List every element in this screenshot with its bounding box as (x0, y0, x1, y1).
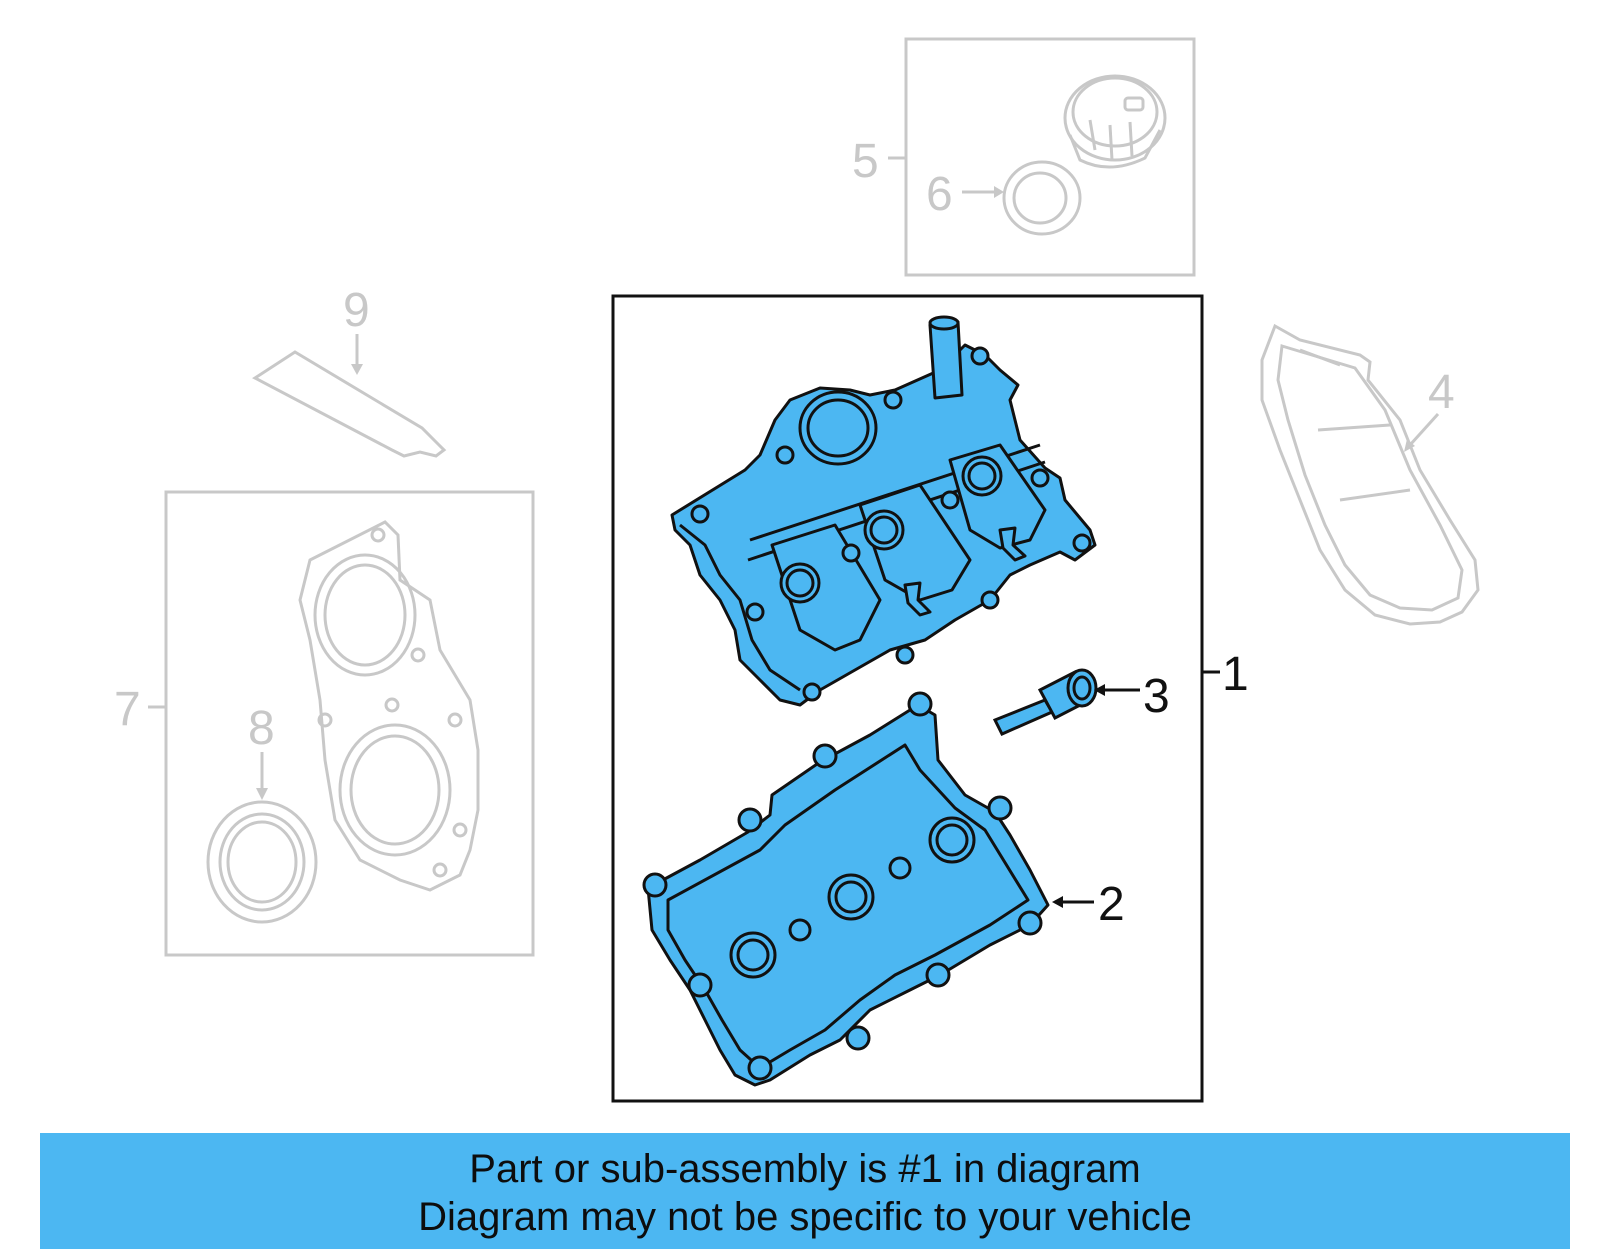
callout-2-arrowhead (1052, 896, 1063, 908)
seal-strip-part-9 (252, 350, 447, 458)
callout-9: 9 (343, 284, 370, 337)
valve-cover-gasket-part-2 (642, 691, 1050, 1087)
oil-filler-cap (1063, 74, 1167, 169)
valve-cover-assembly-box (611, 294, 1204, 1103)
callout-3-arrowhead (1094, 684, 1105, 696)
callout-6-arrowhead (994, 186, 1004, 198)
side-cover-part-4 (1260, 323, 1480, 626)
timing-cover-box (164, 490, 535, 957)
callout-4: 4 (1428, 366, 1455, 419)
timing-cover-part-7 (298, 520, 480, 892)
callout-8-arrowhead (256, 788, 268, 800)
callout-7: 7 (114, 683, 141, 736)
callout-1: 1 (1222, 648, 1249, 701)
valve-cover-part-1 (670, 315, 1097, 707)
callout-4-arrow (1408, 412, 1440, 447)
filler-cap-seal (1002, 160, 1082, 236)
callout-3: 3 (1143, 670, 1170, 723)
info-banner: Part or sub-assembly is #1 in diagram Di… (40, 1133, 1570, 1249)
crankshaft-seal-part-8 (206, 800, 318, 924)
callout-9-arrowhead (351, 364, 363, 375)
cap-group-box (904, 37, 1196, 277)
banner-line-1: Part or sub-assembly is #1 in diagram (469, 1147, 1141, 1191)
callout-4-arrowhead (1404, 439, 1415, 452)
callout-6: 6 (926, 168, 953, 221)
banner-line-2: Diagram may not be specific to your vehi… (418, 1195, 1192, 1239)
callout-5: 5 (852, 135, 879, 188)
callout-8: 8 (248, 702, 275, 755)
callout-2: 2 (1098, 878, 1125, 931)
bolt-part-3 (992, 668, 1098, 736)
